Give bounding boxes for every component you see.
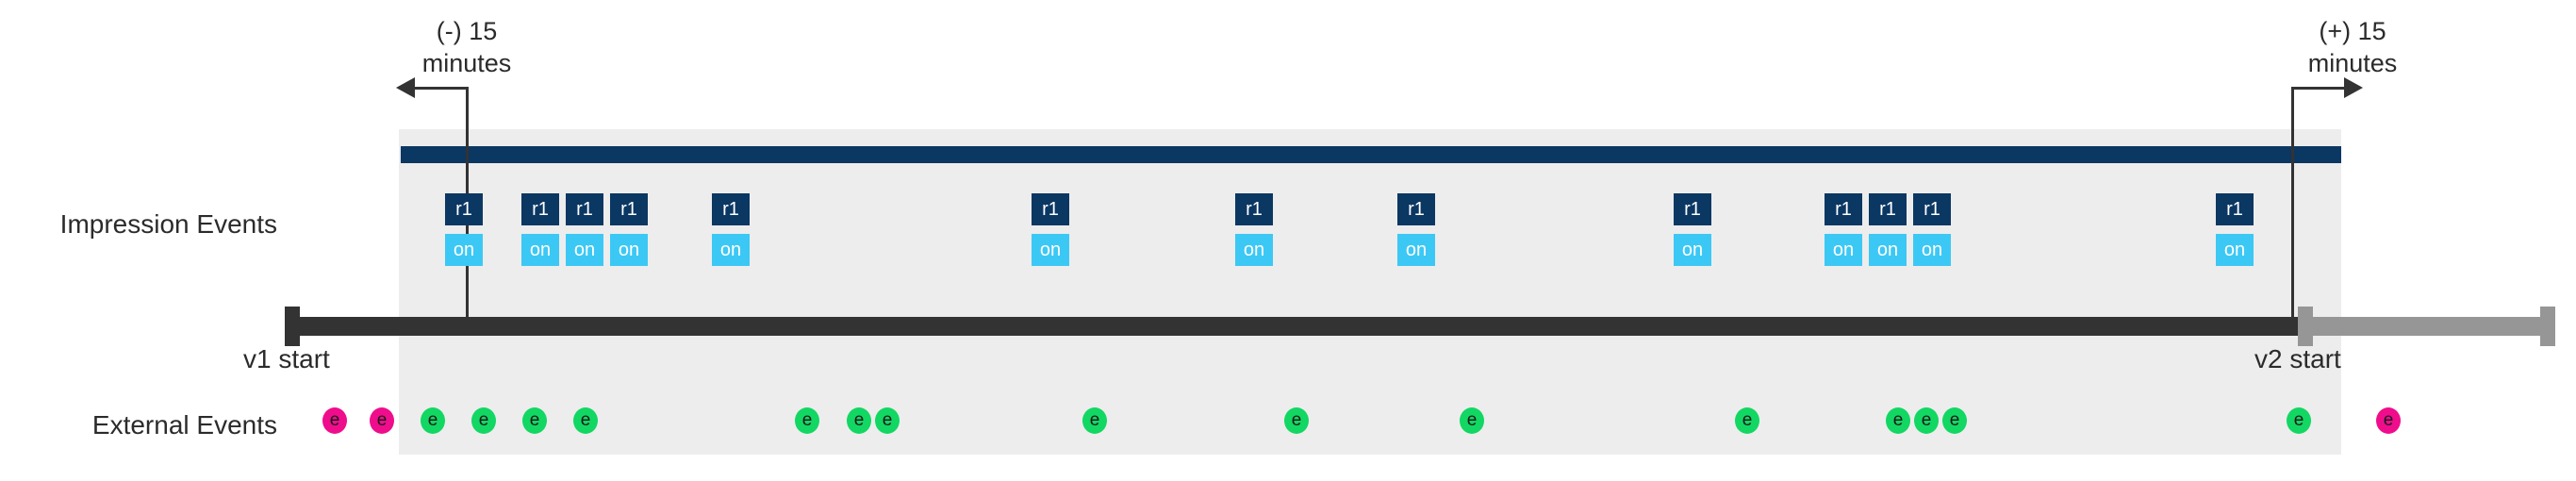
- window-start-boundary-line: [466, 129, 469, 326]
- impression-event-badge-stack[interactable]: r1 on: [2216, 193, 2254, 266]
- external-event-dot[interactable]: e: [1735, 407, 1759, 434]
- state-badge: on: [1235, 234, 1273, 266]
- state-badge: on: [1825, 234, 1862, 266]
- impression-event-badge-stack[interactable]: r1 on: [1674, 193, 1711, 266]
- request-id-badge: r1: [1032, 193, 1069, 225]
- impression-event-badge-stack[interactable]: r1 on: [1825, 193, 1862, 266]
- v2-start-caption: v2 start: [2254, 344, 2341, 373]
- impression-event-badge-stack[interactable]: r1 on: [445, 193, 483, 266]
- external-event-dot[interactable]: e: [471, 407, 496, 434]
- external-event-dot[interactable]: e: [1942, 407, 1967, 434]
- plus-annotation-line2: minutes: [2307, 49, 2398, 77]
- window-end-boundary-line: [2291, 129, 2294, 326]
- impression-event-badge-stack[interactable]: r1 on: [1397, 193, 1435, 266]
- minus-annotation-line1: (-) 15: [436, 17, 498, 45]
- external-event-dot[interactable]: e: [1886, 407, 1910, 434]
- minus-15-minutes-annotation: (-) 15 minutes: [358, 15, 575, 79]
- external-event-dot[interactable]: e: [1082, 407, 1107, 434]
- impression-event-badge-stack[interactable]: r1 on: [521, 193, 559, 266]
- external-event-dot[interactable]: e: [847, 407, 871, 434]
- impression-event-badge-stack[interactable]: r1 on: [1869, 193, 1907, 266]
- request-id-badge: r1: [1674, 193, 1711, 225]
- request-id-badge: r1: [1869, 193, 1907, 225]
- minus-arrow-head-icon: [396, 77, 415, 98]
- v2-end-cap: [2540, 307, 2555, 346]
- v1-start-caption: v1 start: [243, 344, 330, 373]
- impression-event-badge-stack[interactable]: r1 on: [1235, 193, 1273, 266]
- external-event-dot[interactable]: e: [1914, 407, 1939, 434]
- request-id-badge: r1: [2216, 193, 2254, 225]
- request-id-badge: r1: [1397, 193, 1435, 225]
- external-event-dot[interactable]: e: [795, 407, 819, 434]
- state-badge: on: [445, 234, 483, 266]
- external-events-label: External Events: [91, 410, 277, 440]
- state-badge: on: [1869, 234, 1907, 266]
- state-badge: on: [2216, 234, 2254, 266]
- request-id-badge: r1: [1235, 193, 1273, 225]
- external-event-dot[interactable]: e: [421, 407, 445, 434]
- minus-arrow-shaft: [415, 87, 468, 90]
- impression-event-badge-stack[interactable]: r1 on: [1913, 193, 1951, 266]
- state-badge: on: [610, 234, 648, 266]
- external-event-dot[interactable]: e: [322, 407, 347, 434]
- state-badge: on: [1674, 234, 1711, 266]
- minus-arrow-stem: [466, 87, 469, 130]
- external-event-dot[interactable]: e: [1460, 407, 1484, 434]
- state-badge: on: [1397, 234, 1435, 266]
- request-id-badge: r1: [521, 193, 559, 225]
- impression-event-badge-stack[interactable]: r1 on: [1032, 193, 1069, 266]
- external-event-dot[interactable]: e: [573, 407, 598, 434]
- impression-events-label: Impression Events: [59, 209, 277, 239]
- attribution-window-band: [399, 129, 2341, 455]
- state-badge: on: [1032, 234, 1069, 266]
- v2-timeline-bar: [2298, 317, 2554, 336]
- request-id-badge: r1: [1825, 193, 1862, 225]
- state-badge: on: [712, 234, 750, 266]
- external-event-dot[interactable]: e: [2287, 407, 2311, 434]
- state-badge: on: [521, 234, 559, 266]
- state-badge: on: [1913, 234, 1951, 266]
- external-event-dot[interactable]: e: [370, 407, 394, 434]
- request-id-badge: r1: [712, 193, 750, 225]
- external-event-dot[interactable]: e: [1284, 407, 1309, 434]
- plus-arrow-stem: [2291, 87, 2294, 130]
- impression-window-bar: [401, 146, 2341, 163]
- request-id-badge: r1: [566, 193, 603, 225]
- plus-arrow-shaft: [2291, 87, 2344, 90]
- plus-15-minutes-annotation: (+) 15 minutes: [2244, 15, 2461, 79]
- impression-event-badge-stack[interactable]: r1 on: [712, 193, 750, 266]
- request-id-badge: r1: [1913, 193, 1951, 225]
- v1-timeline-bar: [285, 317, 2302, 336]
- plus-annotation-line1: (+) 15: [2319, 17, 2386, 45]
- impression-event-badge-stack[interactable]: r1 on: [566, 193, 603, 266]
- plus-arrow-head-icon: [2344, 77, 2363, 98]
- state-badge: on: [566, 234, 603, 266]
- impression-event-badge-stack[interactable]: r1 on: [610, 193, 648, 266]
- external-event-dot[interactable]: e: [2376, 407, 2401, 434]
- external-event-dot[interactable]: e: [875, 407, 900, 434]
- external-event-dot[interactable]: e: [522, 407, 547, 434]
- request-id-badge: r1: [610, 193, 648, 225]
- minus-annotation-line2: minutes: [421, 49, 512, 77]
- request-id-badge: r1: [445, 193, 483, 225]
